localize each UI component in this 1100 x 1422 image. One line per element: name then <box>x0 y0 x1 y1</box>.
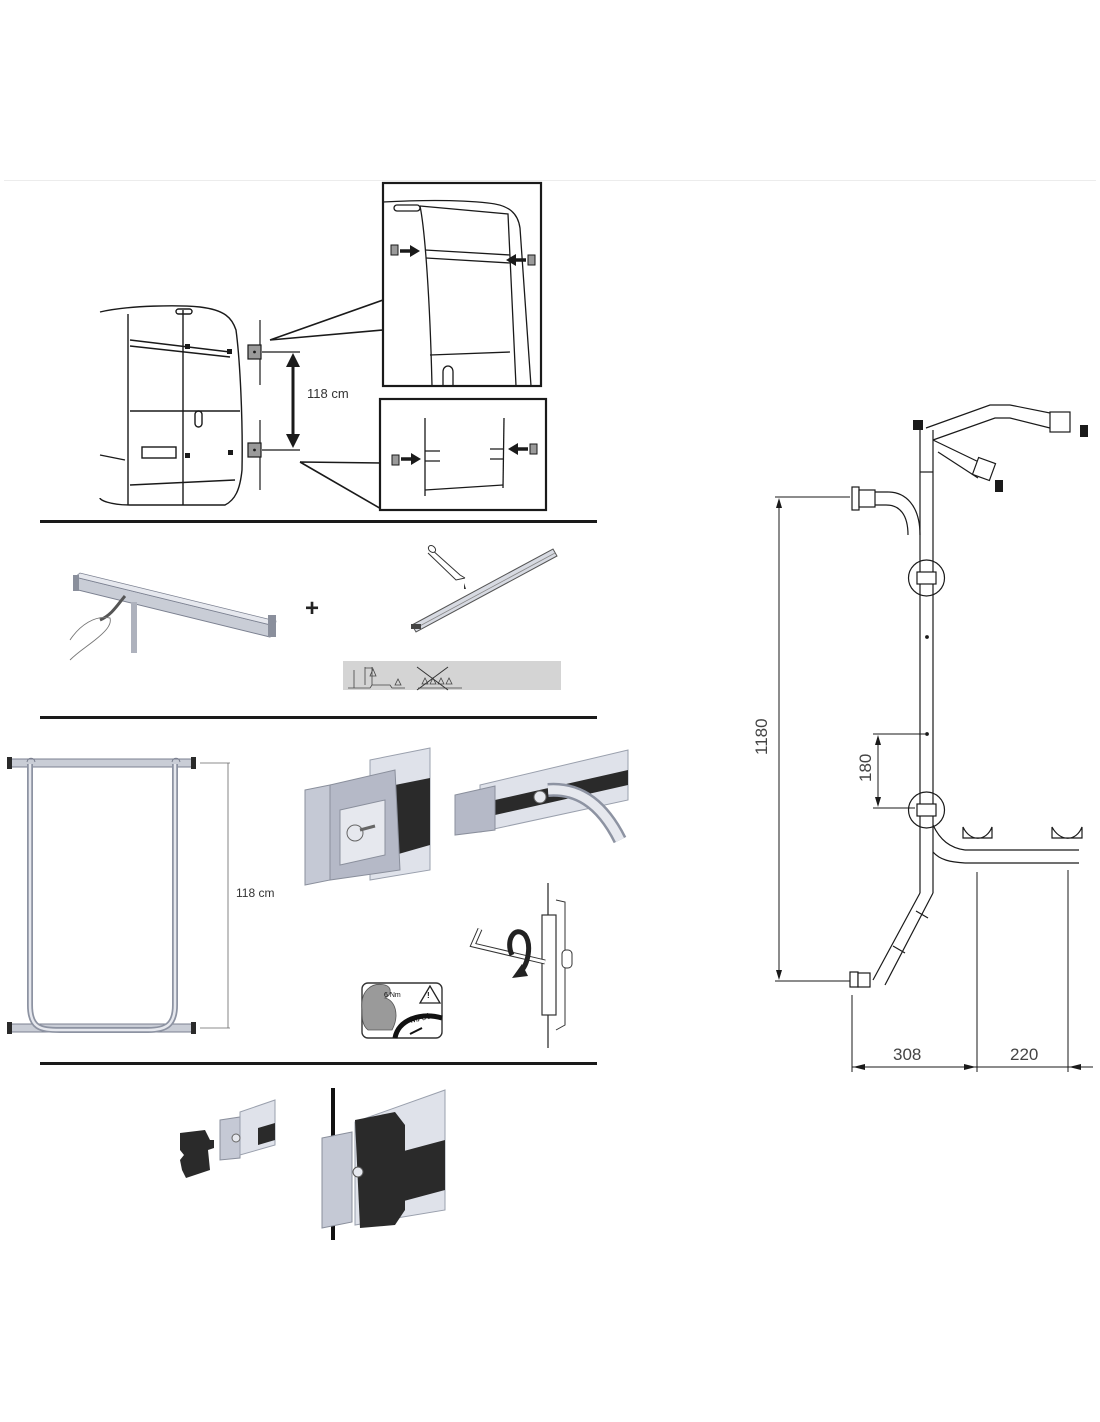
step-separator <box>40 716 597 719</box>
glue-rail-illustration <box>411 545 558 633</box>
warning-triangle-icon: ! <box>427 991 430 1000</box>
bracket-closeup-left <box>304 747 431 886</box>
step-separator <box>40 1062 597 1065</box>
clamp-knobs <box>913 420 1088 492</box>
bracket-closeup-right <box>454 749 629 844</box>
glue-application-diagram <box>343 661 561 691</box>
rack-side-profile <box>849 404 1083 988</box>
dimension-1180-label: 1180 <box>752 718 771 755</box>
plus-sign: + <box>305 595 320 622</box>
torque-warning-icon <box>361 982 443 1039</box>
upper-bracket-icon <box>247 344 262 360</box>
page-top-divider <box>4 180 1096 181</box>
arrow-up-icon <box>875 735 881 745</box>
arrow-left-icon <box>506 254 516 266</box>
end-cap-exploded <box>180 1099 276 1178</box>
lower-bracket-icon <box>247 442 262 458</box>
arrow-right-icon <box>410 245 420 257</box>
arrow-left-icon <box>508 443 518 455</box>
arrow-down-icon <box>776 970 782 980</box>
arrow-right-icon <box>964 1064 976 1070</box>
van-door-hinges <box>185 344 233 458</box>
torque-value-label: 6 Nm <box>384 992 401 999</box>
height-double-arrow-icon <box>286 353 300 448</box>
dimension-180-label: 180 <box>856 753 875 782</box>
frame-dimension-lines <box>200 762 230 1029</box>
rail-cleaning-illustration <box>69 572 277 661</box>
frame-dimension-label: 118 cm <box>236 886 275 900</box>
van-rear-outline <box>99 305 243 506</box>
lower-detail-box <box>378 397 548 512</box>
callout-wedges <box>269 299 384 511</box>
rotate-arrow-icon <box>507 929 532 974</box>
step-separator <box>40 520 597 523</box>
end-cap-installed <box>321 1088 446 1240</box>
dimension-308-label: 308 <box>893 1045 922 1064</box>
dimension-220-label: 220 <box>1010 1045 1039 1064</box>
arrow-left-icon <box>1069 1064 1081 1070</box>
dimension-horizontal-lines <box>851 870 1093 1072</box>
arrow-up-icon <box>776 498 782 508</box>
dimension-180-lines <box>873 733 925 809</box>
step-1-dimension-label: 118 cm <box>307 386 349 401</box>
upper-detail-box <box>381 181 543 388</box>
hex-key-tightening-illustration <box>469 883 573 1048</box>
arrow-down-icon <box>875 797 881 807</box>
ladder-frame <box>7 757 196 1034</box>
arrow-right-icon <box>411 453 421 465</box>
arrow-left-icon <box>853 1064 865 1070</box>
dimension-1180-lines <box>775 496 850 982</box>
